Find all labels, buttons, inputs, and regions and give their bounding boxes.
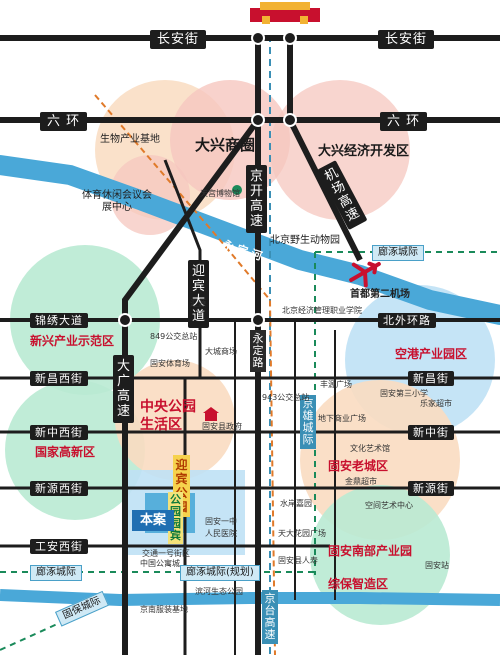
road-label-xinyuan-left: 新源西街 <box>30 481 88 496</box>
zone-label-zhongyang: 中央公园生活区 <box>140 399 196 433</box>
interchange-3 <box>251 113 265 127</box>
poi-zhongxue: 固安一中 <box>205 517 237 526</box>
zone-label-daxing-sq: 大兴商圈 <box>195 136 256 154</box>
poi-jiaoyu: 北京经济管理职业学院 <box>282 306 362 315</box>
zone-blob-nanbu <box>310 485 450 625</box>
road-label-xinzhong-left: 新中西街 <box>30 425 88 440</box>
rail-label-langzhuo-mid: 廊涿城际(规划) <box>180 565 260 581</box>
road-label-liuhuan-right: 六 环 <box>380 112 428 131</box>
poi-yesheng: 北京野生动物园 <box>270 235 340 246</box>
road-label-beiwai: 北外环路 <box>378 313 436 328</box>
zone-label-laocheng: 固安老城区 <box>328 459 389 473</box>
poi-jingnan: 京南服装基地 <box>140 605 188 614</box>
poi-kongjian: 空间艺术中心 <box>365 501 413 510</box>
poi-tianda: 天大花园广场 <box>278 529 326 538</box>
poi-chaoshi: 乐家超市 <box>420 399 452 408</box>
poi-bus943: 943公交总站 <box>262 393 310 402</box>
zone-blob-zhongyang <box>115 360 235 480</box>
zone-label-shengwu: 生物产业基地 <box>100 134 160 145</box>
road-label-xinyuan-right: 新源街 <box>408 481 454 496</box>
road-label-daguang: 大广高速 <box>113 355 134 423</box>
road-yingbin <box>163 159 202 378</box>
zone-label-gaoxin: 国家高新区 <box>35 445 96 459</box>
poi-gongyuan-gate: 公园园宾 <box>168 492 183 544</box>
zone-label-tiyu: 体育休闲会议会展中心 <box>82 190 152 213</box>
interchange-4 <box>283 113 297 127</box>
poi-renmin: 人民医院 <box>205 529 237 538</box>
poi-benan: 本案 <box>132 510 175 531</box>
rail-label-langzhuo-top: 廊涿城际 <box>372 245 424 261</box>
road-label-xinchang-left: 新昌西街 <box>30 371 88 386</box>
road-label-xinzhong-right: 新中街 <box>408 425 454 440</box>
poi-dacheng: 大城商场 <box>205 347 237 356</box>
interchange-6 <box>251 313 265 327</box>
road-label-yongding: 永定路 <box>250 330 266 372</box>
poi-busstation: 849公交总站 <box>150 332 198 341</box>
poi-huiyuan: 汇源 <box>190 299 206 308</box>
poi-tiyuguan: 固安体育场 <box>150 359 190 368</box>
zone-blob-kfq <box>270 80 410 220</box>
airplane-icon <box>349 261 381 288</box>
rail-label-langzhuo-left: 廊涿城际 <box>30 565 82 581</box>
road-label-changan-right: 长安街 <box>378 30 435 49</box>
poi-jichang: 首都第二机场 <box>350 289 410 300</box>
poi-wenhua: 文化艺术馆 <box>350 444 390 453</box>
poi-shuiyuan: 水岸嘉园 <box>280 499 312 508</box>
poi-fengyuan: 丰源广场 <box>320 380 352 389</box>
road-label-jingkai: 京开高速 <box>246 165 267 233</box>
road-label-xinchang-right: 新昌街 <box>408 371 454 386</box>
poi-jinding: 金鼎超市 <box>345 477 377 486</box>
zone-label-daxing-kfq: 大兴经济开发区 <box>318 144 410 159</box>
subway-icon <box>232 185 242 195</box>
poi-weihe: 滨河生态公园 <box>195 587 243 596</box>
poi-jiaotong: 交通一号街区 <box>142 549 190 558</box>
poi-nantianmen: 天宫博物馆 <box>200 189 240 198</box>
interchange-5 <box>118 313 132 327</box>
zone-label-xinxing: 新兴产业示范区 <box>30 334 115 348</box>
road-label-liuhuan-left: 六 环 <box>40 112 88 131</box>
poi-zhengfu: 固安县政府 <box>202 422 242 431</box>
poi-renshou: 固安县人寿 <box>278 556 318 565</box>
road-label-changan-left: 长安街 <box>150 30 207 49</box>
road-label-gongan: 工安西街 <box>30 539 88 554</box>
south-river <box>0 589 500 607</box>
poi-dixia: 地下商业广场 <box>318 414 366 423</box>
poi-guoan-station: 固安站 <box>425 561 449 570</box>
rail-label-jingtai: 京台高速 <box>262 590 278 644</box>
interchange-1 <box>251 31 265 45</box>
interchange-2 <box>283 31 297 45</box>
road-daguang <box>122 118 261 655</box>
rail-label-jingxiong: 京雄城际 <box>300 395 316 449</box>
tiananmen-icon <box>250 2 320 24</box>
poi-zhongyi: 中国公寓城 <box>140 559 180 568</box>
zone-label-nanbu: 固安南部产业园 <box>328 544 413 558</box>
rail-orange <box>94 94 276 655</box>
zone-label-konggang: 空港产业园区 <box>395 347 468 361</box>
road-label-yingbin: 迎宾大道 <box>188 260 209 328</box>
poi-sanxiao: 固安第三小学 <box>380 389 428 398</box>
government-icon <box>203 407 219 421</box>
zone-label-zongbao: 综保智造区 <box>328 577 389 591</box>
road-label-jinxiu: 锦绣大道 <box>30 313 88 328</box>
